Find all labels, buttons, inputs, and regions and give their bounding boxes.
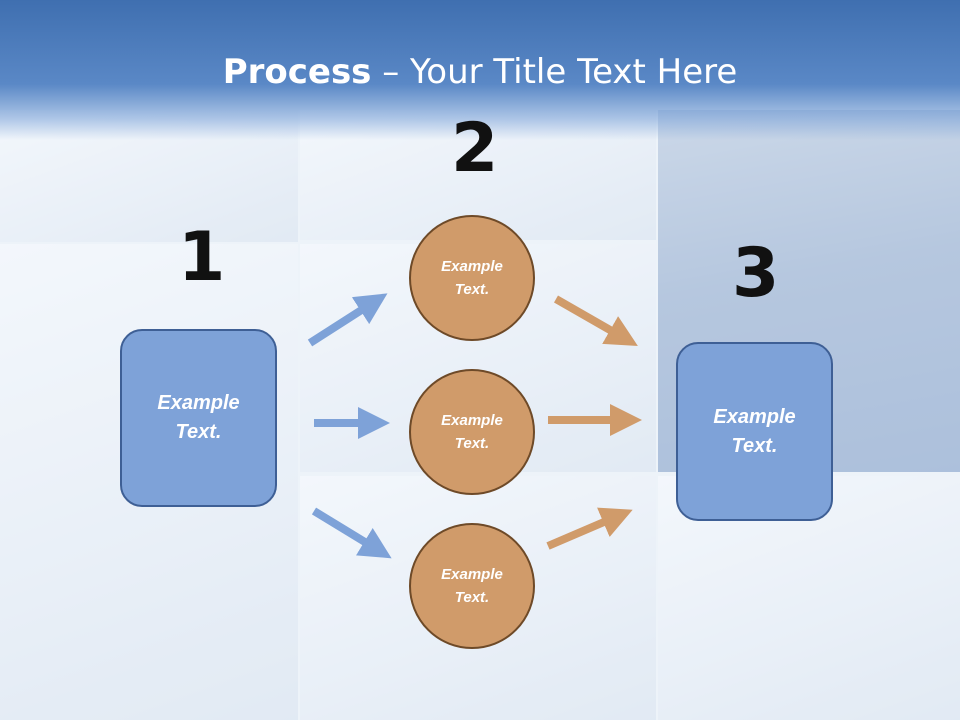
step-number-2: 2	[451, 109, 499, 188]
arrow-blue-down	[311, 507, 392, 559]
step-2-circle-bottom: Example Text.	[409, 523, 535, 649]
slide-title: Process – Your Title Text Here	[0, 52, 960, 92]
step-2-circle-top: Example Text.	[409, 215, 535, 341]
circle-text: Example Text.	[441, 412, 503, 452]
title-rest: – Your Title Text Here	[371, 52, 738, 92]
header-band	[0, 0, 960, 140]
circle-text: Example Text.	[441, 566, 503, 606]
arrow-blue-up	[307, 293, 388, 347]
step-number-1: 1	[178, 218, 226, 297]
step-2-circle-middle: Example Text.	[409, 369, 535, 495]
title-bold: Process	[222, 52, 372, 92]
circle-text: Example Text.	[441, 258, 503, 298]
step-1-box: Example Text.	[120, 329, 277, 507]
arrow-orange-up	[546, 507, 633, 550]
step-1-text: Example Text.	[157, 392, 240, 443]
step-3-text: Example Text.	[713, 405, 796, 457]
step-3-box: Example Text.	[676, 342, 833, 521]
step-number-3: 3	[732, 234, 780, 313]
arrow-orange-down	[554, 295, 638, 346]
